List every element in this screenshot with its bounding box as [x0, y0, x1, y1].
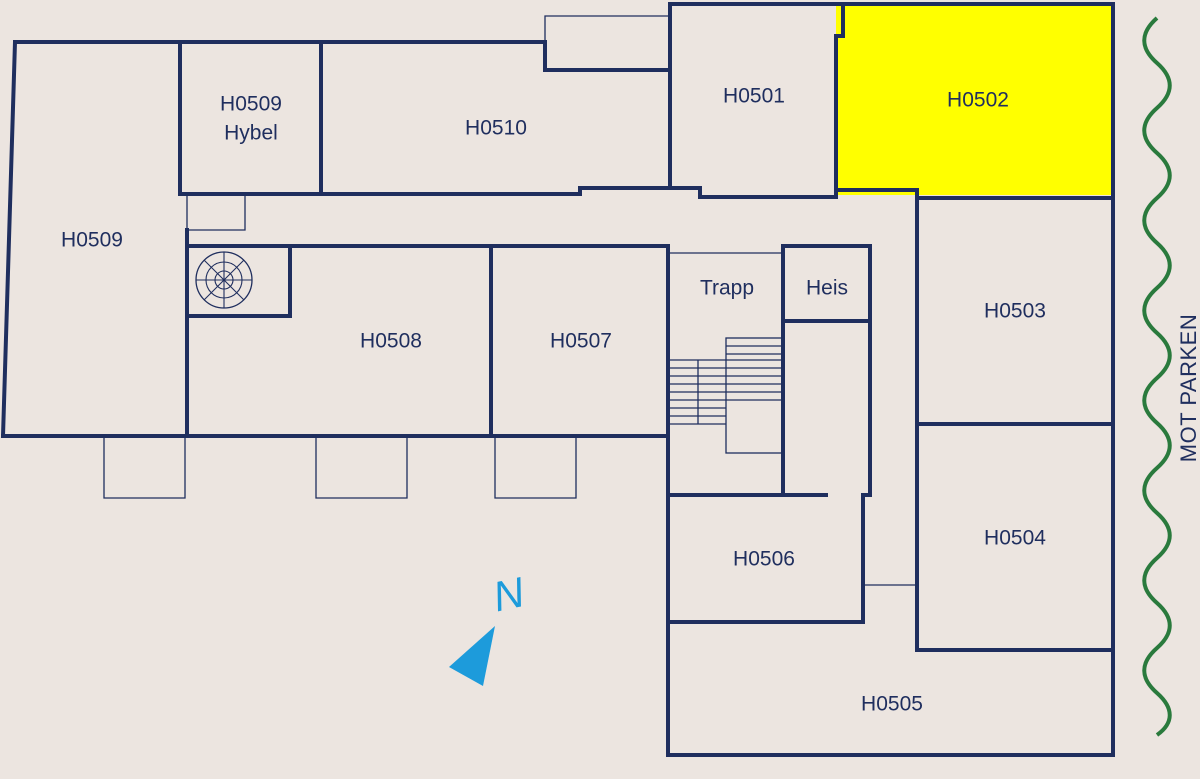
room-label-h0508[interactable]: H0508	[360, 330, 422, 353]
room-label-h0506[interactable]: H0506	[733, 548, 795, 571]
room-label-h0501[interactable]: H0501	[723, 85, 785, 108]
room-label-h0507[interactable]: H0507	[550, 330, 612, 353]
room-label-h0509-hybel[interactable]: Hybel	[224, 122, 278, 145]
north-letter: N	[489, 568, 529, 620]
walls	[0, 2, 1115, 757]
thin-details	[103, 15, 917, 586]
room-label-heis: Heis	[806, 277, 848, 300]
room-h0502-highlight[interactable]	[836, 4, 1113, 195]
room-label-h0505[interactable]: H0505	[861, 693, 923, 716]
room-labels: H0509 H0509 Hybel H0510 H0501 H0502 H050…	[61, 85, 1046, 716]
stair-steps	[670, 345, 782, 425]
north-arrow-icon: N	[449, 568, 529, 686]
room-label-h0509[interactable]: H0509	[61, 229, 123, 252]
room-label-trapp: Trapp	[700, 277, 754, 300]
room-label-h0510[interactable]: H0510	[465, 117, 527, 140]
room-label-h0504[interactable]: H0504	[984, 527, 1046, 550]
room-label-h0503[interactable]: H0503	[984, 300, 1046, 323]
room-label-h0502[interactable]: H0502	[947, 89, 1009, 112]
room-label-h0509-hybel-number[interactable]: H0509	[220, 93, 282, 116]
ventilation-fan-icon	[195, 251, 253, 309]
mot-parken-label: MOT PARKEN	[1176, 314, 1200, 462]
park-boundary-line	[1142, 16, 1172, 737]
